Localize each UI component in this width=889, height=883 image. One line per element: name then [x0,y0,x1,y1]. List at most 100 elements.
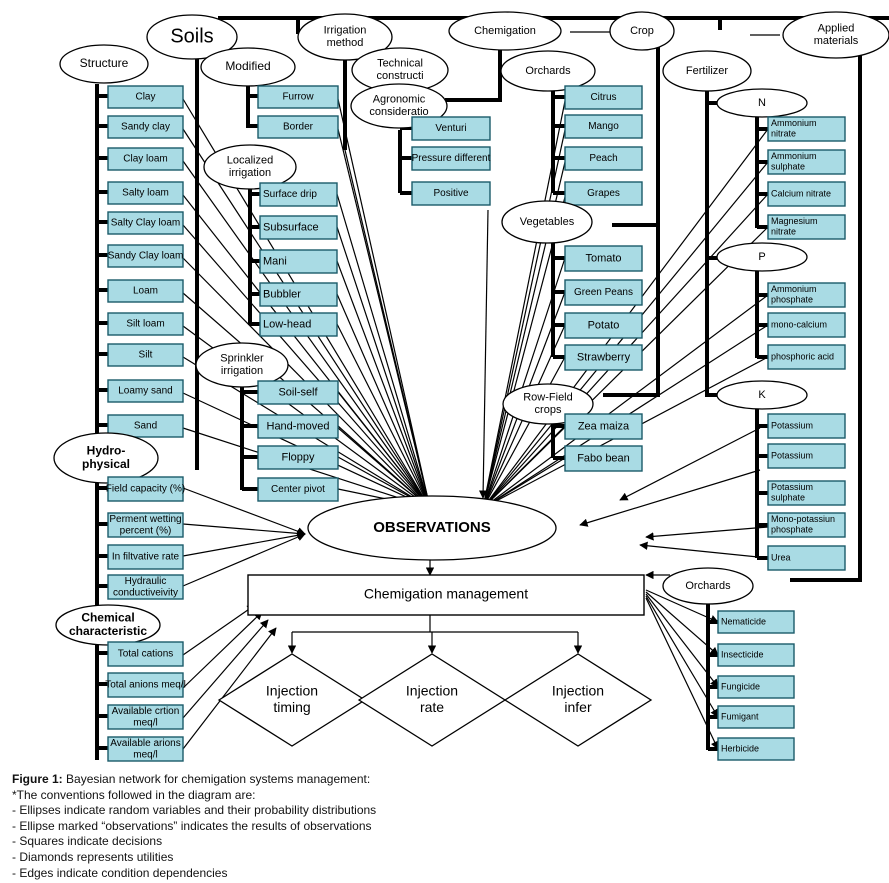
modified-ellipse-shape [200,47,296,87]
crop-peach-box-label: Peach [589,153,617,164]
fertilizer-n-ammonium-nitrate-box-label: Ammonium [771,118,817,128]
chemical-total-anions-meq-l-box: Total anions meq/l [105,672,186,698]
fertilizer-k-mono-potassiun-phosphate-box-label: Mono-potassiun [771,514,835,524]
chemigation-ellipse-shape [448,11,562,51]
fertilizer-n-magnesium-nitrate-box-label: Magnesium [771,216,818,226]
soils-ellipse-shape [146,14,238,60]
fertilizer-k-potassium-box-shape [767,443,846,469]
dependency-edge [336,226,432,509]
irrigation-center-pivot-box-shape [257,477,339,502]
chemical-total-anions-meq-l-box-label: Total anions meq/l [105,680,186,691]
pest-fumigant-box: Fumigant [717,705,795,729]
crop-tomato-box-label: Tomato [585,252,621,264]
chemigation-management-box-label: Chemigation management [364,586,528,602]
hydro-in-filtvative-rate-box: In filtvative rate [107,544,184,570]
p-ellipse-shape [716,242,808,272]
pest-nematicide-box: Nematicide [717,610,795,634]
irrigation-low-head-box: Low-head [259,312,338,337]
pest-insecticide-box: Insecticide [717,643,795,667]
irrigation-surface-drip-box: Surface drip [259,182,338,207]
dependency-edge [337,425,431,509]
fertilizer-n-ammonium-nitrate-box-shape [767,116,846,142]
orchards-crop-ellipse: Orchards [500,50,596,92]
sprinkler-irrigation-ellipse-shape [195,342,289,388]
dependency-edge [478,209,489,499]
applied-materials-ellipse-label: Applied [818,23,855,35]
orchards-crop-ellipse-shape [500,50,596,92]
fertilizer-k-potassium-box-shape [767,413,846,439]
dependency-edge [336,293,431,509]
soil-clay-loam-box: Clay loam [107,147,184,171]
soil-silt-loam-box-label: Silt loam [126,319,164,330]
irrigation-mani-box-shape [259,249,338,274]
crop-mango-box-label: Mango [588,121,619,132]
modified-ellipse: Modified [200,47,296,87]
agronomic-positive-box-shape [411,181,491,206]
dependency-edge [481,257,566,509]
agronomic-pressure-different-box-label: Pressure different [412,153,491,164]
agronomic-pressure-different-box-shape [411,146,491,171]
chemical-available-crtion-meq-l-box-label: Available crtion [112,706,180,717]
agronomic-positive-box-label: Positive [433,188,468,199]
irrigation-subsurface-box-shape [259,215,338,240]
irrigation-mani-box: Mani [259,249,338,274]
soil-loamy-sand-box-shape [107,379,184,403]
fertilizer-k-potassium-box-label: Potassium [771,420,813,430]
utility-label: Injection [406,683,458,699]
orchards-pest-ellipse: Orchards [662,567,754,605]
dependency-edge [182,487,306,536]
pest-fungicide-box: Fungicide [717,675,795,699]
crop-mango-box: Mango [564,114,643,139]
crop-strawberry-box-shape [564,344,643,371]
fertilizer-k-urea-box: Urea [767,545,846,571]
chemical-available-crtion-meq-l-box-shape [107,704,184,730]
hydro-field-capacity-box-label: Field capacity (%) [106,484,185,495]
soil-silt-box: Silt [107,343,184,367]
irrigation-soil-self-box: Soil-self [257,380,339,405]
crop-grapes-box-shape [564,181,643,206]
irrigation-furrow-box-label: Furrow [282,92,314,103]
localized-irrigation-ellipse-label: irrigation [229,167,271,179]
soil-sandy-clay-loam-box-label: Sandy Clay loam [108,251,184,262]
fertilizer-p-mono-calcium-box-shape [767,312,846,338]
dependency-edge [482,356,566,509]
irrigation-floppy-box-label: Floppy [281,451,315,463]
crop-peach-box: Peach [564,146,643,171]
connector-line [445,46,502,102]
soil-salty-clay-loam-box-shape [107,211,184,235]
fertilizer-p-mono-calcium-box: mono-calcium [767,312,846,338]
fertilizer-p-phosphoric-acid-box-label: phosphoric acid [771,351,834,361]
soil-sand-box-label: Sand [134,421,157,432]
agronomic-pressure-different-box: Pressure different [411,146,491,171]
irrigation-bubbler-box-shape [259,282,338,307]
fertilizer-p-phosphoric-acid-box-shape [767,344,846,370]
fertilizer-k-potassium-box: Potassium [767,413,846,439]
dependency-edge [480,100,566,509]
applied-materials-ellipse-label: materials [814,35,859,47]
hydro-field-capacity-box-shape [107,476,184,502]
agronomic-venturi-box-shape [411,116,491,141]
fertilizer-n-ammonium-sulphate-box-label: sulphate [771,162,805,172]
pest-fungicide-box-shape [717,675,795,699]
crop-grapes-box: Grapes [564,181,643,206]
dependency-edge [482,294,769,509]
utility-label: infer [564,699,592,715]
dependency-edge [480,129,566,509]
irrigation-floppy-box: Floppy [257,445,339,470]
soil-sandy-clay-loam-box-shape [107,244,184,268]
fertilizer-k-potassium-box-label: Potassium [771,450,813,460]
fertilizer-k-potassium-box: Potassium [767,443,846,469]
chemical-total-anions-meq-l-box-shape [107,672,184,698]
